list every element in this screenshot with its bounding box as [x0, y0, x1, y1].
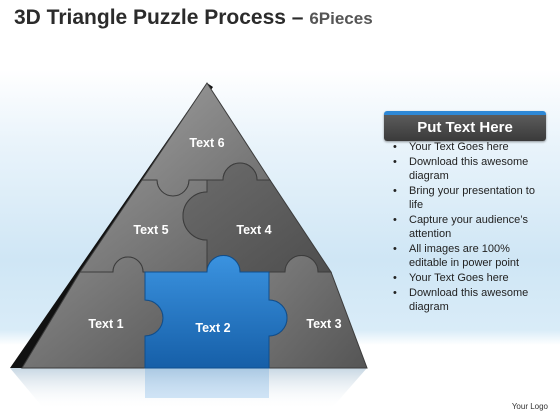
bullet-item: All images are 100% editable in power po… — [376, 242, 548, 270]
panel-header: Put Text Here — [384, 111, 546, 141]
piece-3-label: Text 3 — [306, 317, 341, 331]
title-subtitle: 6Pieces — [309, 9, 373, 28]
logo-text: Your Logo — [511, 402, 548, 411]
title-main: 3D Triangle Puzzle Process — [14, 6, 286, 29]
blue-piece-reflection — [145, 368, 269, 398]
bullet-item: Download this awesome diagram — [376, 155, 548, 183]
piece-4-label: Text 4 — [236, 223, 271, 237]
bullet-list: Your Text Goes here Download this awesom… — [376, 140, 548, 315]
puzzle-piece-1 — [21, 256, 164, 369]
bullet-item: Your Text Goes here — [376, 140, 548, 154]
pyramid-reflection — [10, 368, 367, 410]
title-dash: – — [285, 6, 310, 29]
bullet-item: Bring your presentation to life — [376, 184, 548, 212]
piece-5-label: Text 5 — [133, 223, 168, 237]
bullet-item: Download this awesome diagram — [376, 286, 548, 314]
puzzle-piece-2 — [144, 255, 288, 369]
piece-1-label: Text 1 — [88, 317, 123, 331]
piece-6-label: Text 6 — [189, 136, 224, 150]
bullet-item: Your Text Goes here — [376, 271, 548, 285]
slide-title: 3D Triangle Puzzle Process – 6Pieces — [14, 6, 373, 30]
piece-2-label: Text 2 — [195, 321, 230, 335]
bullet-item: Capture your audience’s attention — [376, 213, 548, 241]
